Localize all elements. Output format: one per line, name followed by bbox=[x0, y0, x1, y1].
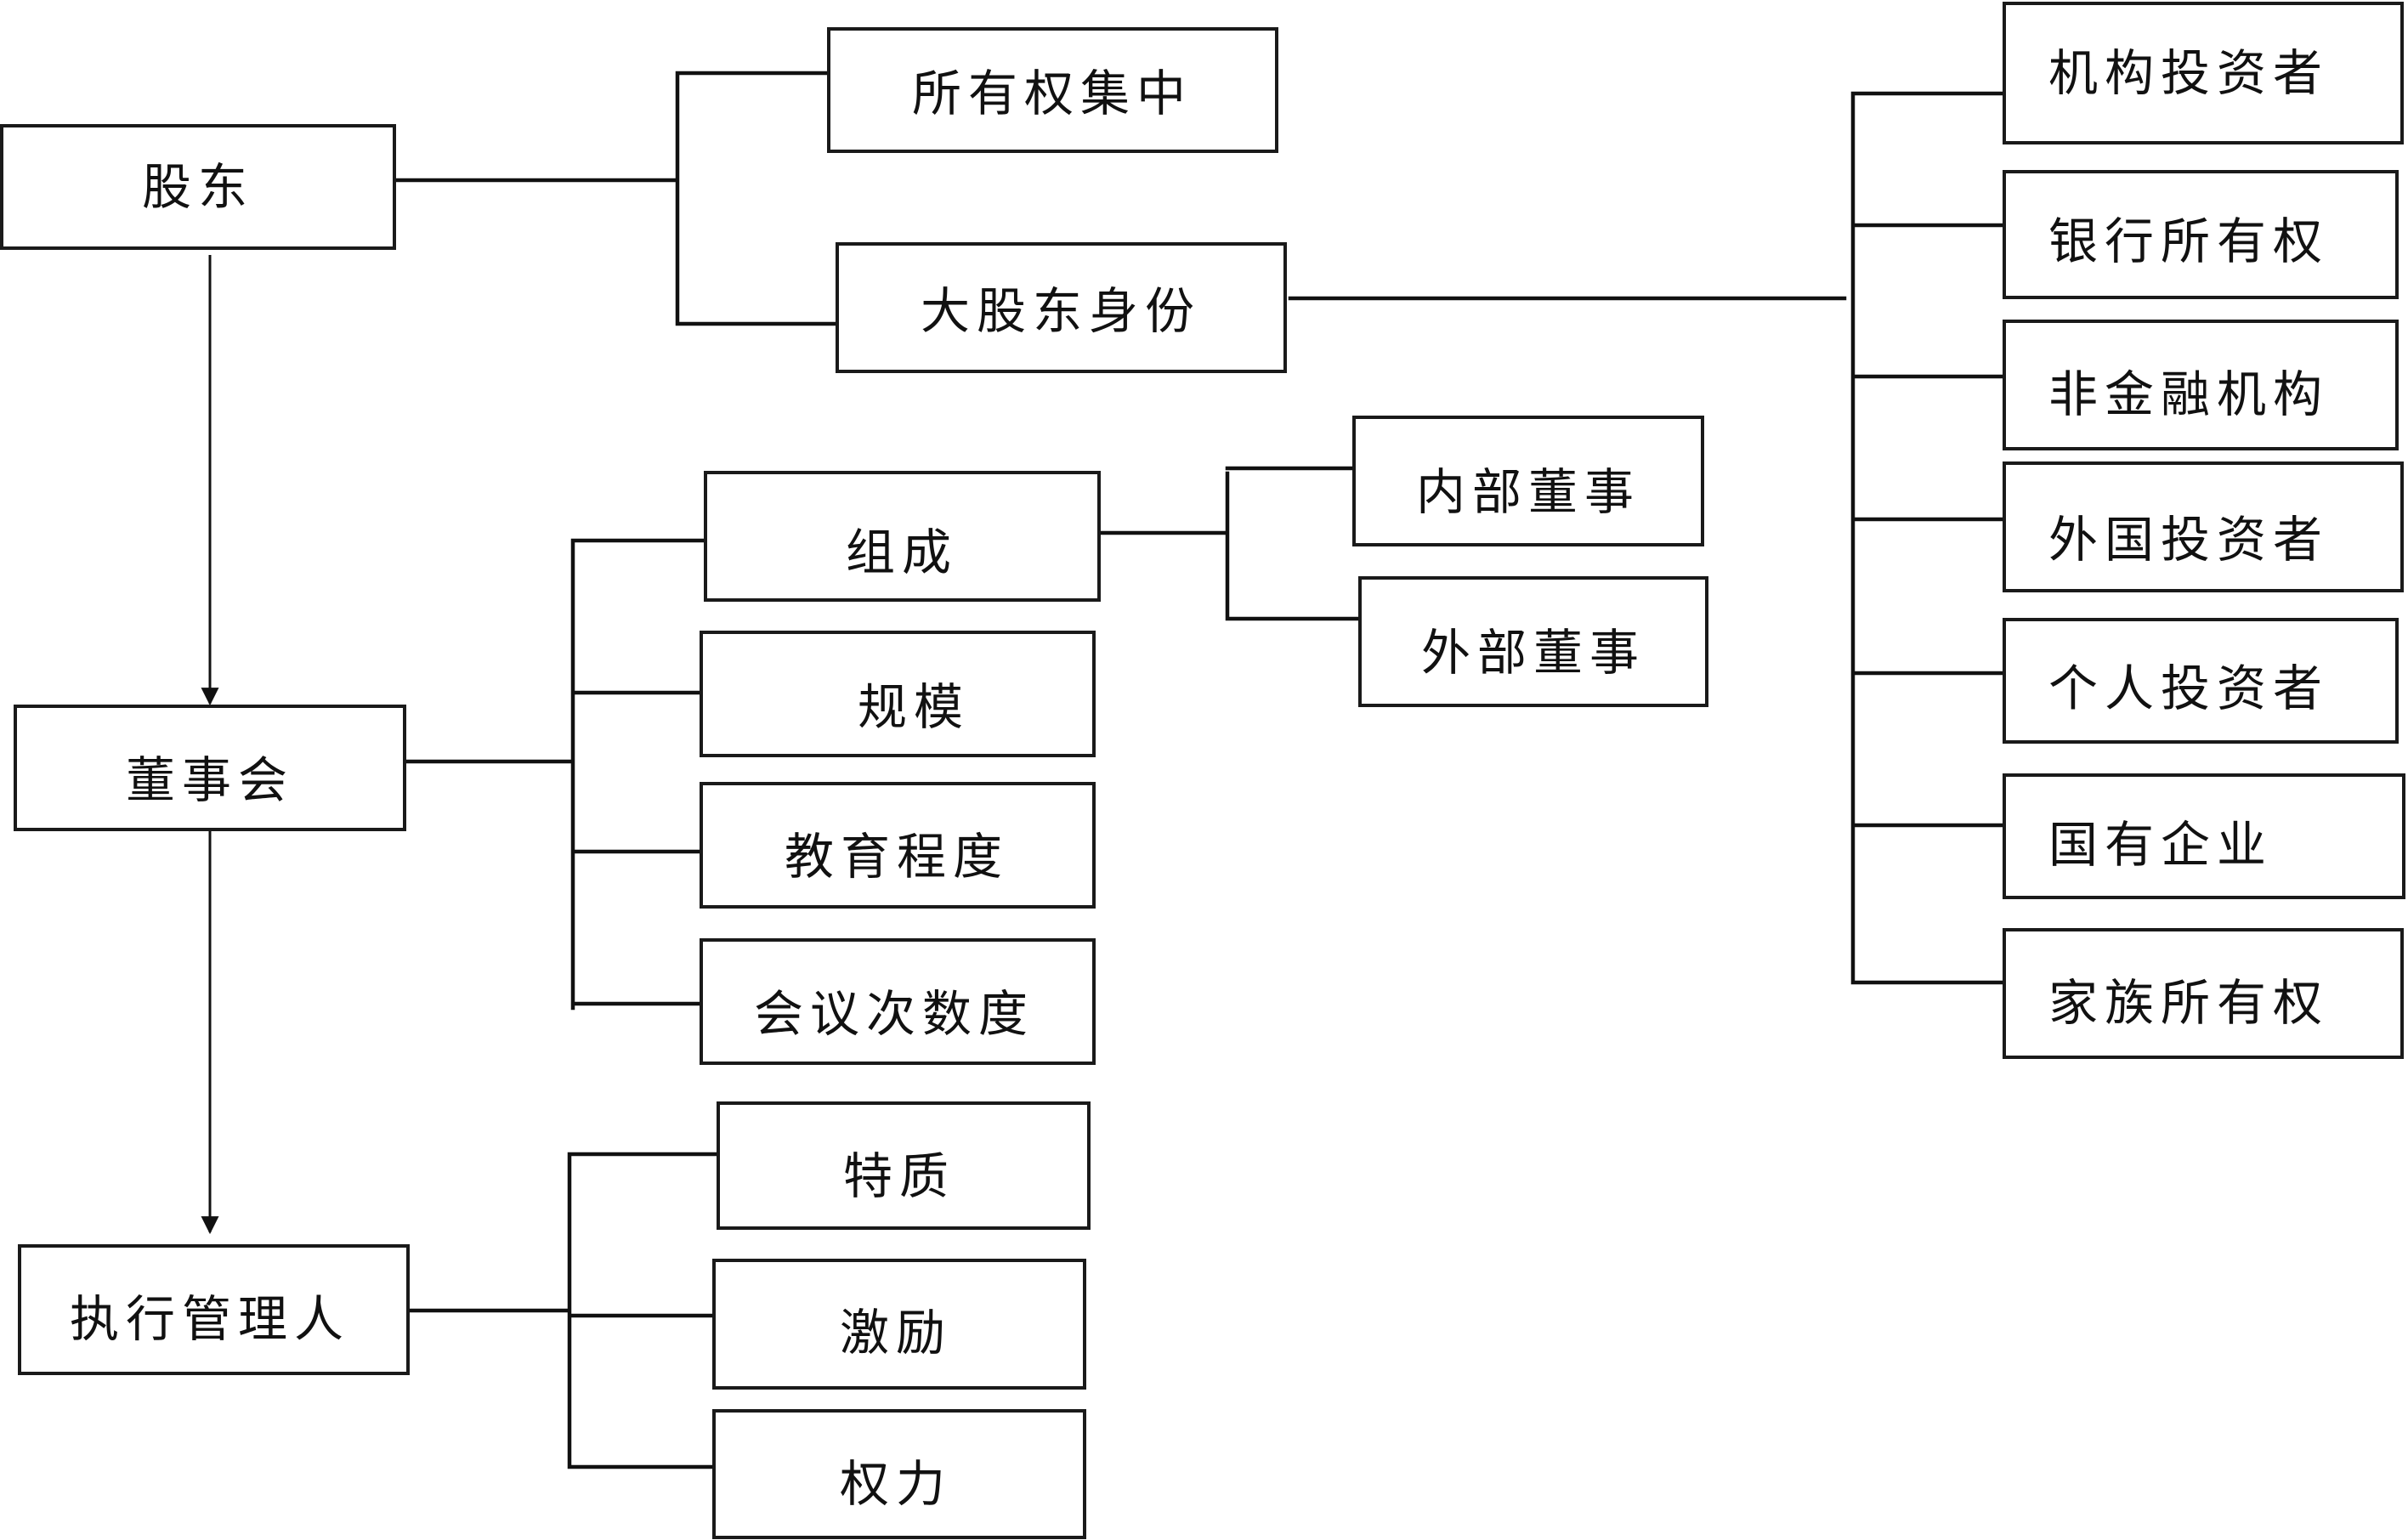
node-label: 组成 bbox=[846, 524, 958, 581]
node-label: 银行所有权 bbox=[2048, 212, 2329, 270]
node-composition: 组成 bbox=[704, 471, 1101, 602]
node-non-financial-institutions: 非金融机构 bbox=[2003, 320, 2399, 450]
node-label: 个人投资者 bbox=[2048, 660, 2329, 717]
node-family-ownership: 家族所有权 bbox=[2003, 928, 2404, 1059]
node-board: 董事会 bbox=[14, 705, 406, 831]
node-bank-ownership: 银行所有权 bbox=[2003, 170, 2399, 299]
node-executives: 执行管理人 bbox=[18, 1244, 410, 1375]
node-label: 家族所有权 bbox=[2048, 974, 2329, 1032]
node-label: 国有企业 bbox=[2048, 816, 2273, 874]
node-traits: 特质 bbox=[717, 1101, 1091, 1230]
node-label: 所有权集中 bbox=[912, 65, 1193, 122]
connector-board bbox=[402, 538, 711, 1011]
node-state-owned-enterprises: 国有企业 bbox=[2003, 773, 2405, 899]
node-label: 外部董事 bbox=[1421, 624, 1646, 682]
node-label: 特质 bbox=[843, 1147, 955, 1205]
connectors bbox=[201, 71, 2010, 1469]
node-label: 外国投资者 bbox=[2048, 511, 2329, 569]
connector-executives bbox=[404, 1152, 719, 1469]
node-label: 执行管理人 bbox=[70, 1290, 350, 1348]
node-inside-directors: 内部董事 bbox=[1352, 416, 1704, 546]
node-label: 股东 bbox=[142, 158, 254, 216]
node-individual-investors: 个人投资者 bbox=[2003, 618, 2399, 744]
node-label: 权力 bbox=[840, 1455, 952, 1513]
node-label: 董事会 bbox=[126, 751, 294, 809]
node-label: 激励 bbox=[840, 1304, 952, 1362]
node-size: 规模 bbox=[700, 631, 1096, 757]
node-power: 权力 bbox=[712, 1409, 1086, 1539]
node-shareholders: 股东 bbox=[0, 124, 396, 250]
node-major-shareholder-identity: 大股东身份 bbox=[836, 242, 1287, 373]
connector-identity-types bbox=[1288, 91, 2010, 985]
node-foreign-investors: 外国投资者 bbox=[2003, 461, 2404, 592]
node-label: 会议次数度 bbox=[754, 985, 1034, 1043]
connector-composition bbox=[1096, 466, 1363, 621]
node-label: 教育程度 bbox=[785, 828, 1009, 886]
node-meeting-frequency: 会议次数度 bbox=[700, 938, 1096, 1065]
node-ownership-concentration: 所有权集中 bbox=[827, 27, 1278, 153]
node-label: 规模 bbox=[858, 678, 970, 736]
node-label: 机构投资者 bbox=[2048, 44, 2329, 102]
node-incentives: 激励 bbox=[712, 1259, 1086, 1390]
node-label: 非金融机构 bbox=[2048, 365, 2329, 423]
node-label: 大股东身份 bbox=[921, 282, 1201, 340]
node-outside-directors: 外部董事 bbox=[1358, 576, 1708, 707]
node-label: 内部董事 bbox=[1416, 463, 1640, 521]
node-institutional-investors: 机构投资者 bbox=[2003, 2, 2404, 144]
node-education-level: 教育程度 bbox=[700, 782, 1096, 909]
connector-shareholders bbox=[391, 71, 840, 326]
